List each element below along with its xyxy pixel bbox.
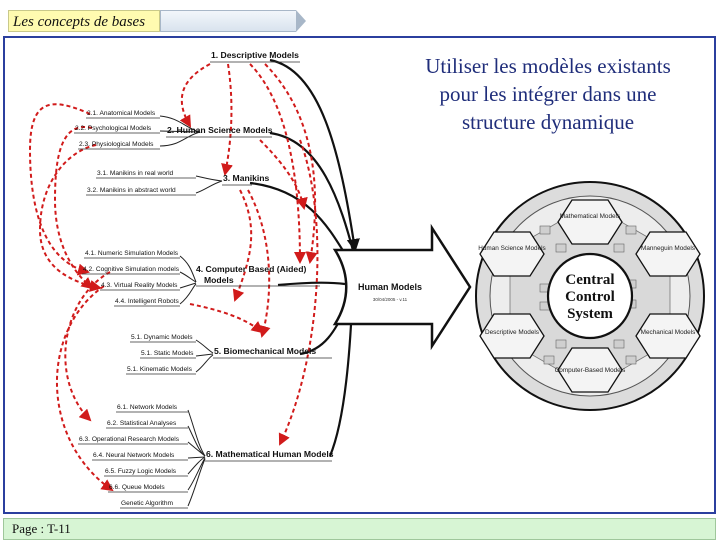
wheel-segment-label: Manneguin Models: [641, 245, 695, 252]
node-descriptive-models: 1. Descriptive Models: [211, 50, 299, 60]
sub-item: Genetic Algorithm: [121, 500, 174, 507]
node-computer-based: 4. Computer Based (Aided): [196, 264, 306, 274]
headline-line-1: Utiliser les modèles existants: [425, 54, 671, 78]
headline-line-2: pour les intégrer dans une: [439, 82, 657, 106]
node-biomechanical-models: 5. Biomechanical Models: [214, 346, 316, 356]
human-models-arrow: Human Models 30/04/2005 - v.11: [332, 223, 472, 351]
sub-item: 5.1. Kinematic Models: [127, 366, 193, 373]
sub-item: 2.1. Anatomical Models: [87, 110, 156, 117]
slide-headline: Utiliser les modèles existants pour les …: [392, 52, 704, 136]
page-indicator: Page : T-11: [12, 521, 71, 536]
sub-item: 3.2. Manikins in abstract world: [87, 187, 176, 194]
node-human-science-models: 2. Human Science Models: [167, 125, 273, 135]
sub-item: 3.1. Manikins in real world: [97, 170, 174, 177]
sub-item: 5.1. Dynamic Models: [131, 334, 193, 341]
red-relations: [28, 63, 319, 492]
sub-item: 4.1. Numeric Simulation Models: [85, 250, 179, 257]
arrow-title: Human Models: [358, 282, 422, 292]
wheel-center-line-3: System: [567, 306, 613, 322]
hex-manneguin: [635, 231, 701, 277]
sub-item: 4.2. Cognitive Simulation models: [83, 266, 180, 273]
node-mathematical-human-models: 6. Mathematical Human Models: [206, 449, 334, 459]
arrow-subtitle: 30/04/2005 - v.11: [373, 297, 408, 302]
hex-descriptive: [479, 313, 545, 359]
headline-line-3: structure dynamique: [461, 110, 635, 134]
tab-next[interactable]: [160, 10, 306, 32]
sub-item: 4.4. Intelligent Robots: [115, 298, 179, 305]
wheel-segment-label: Mathematical Models: [560, 213, 620, 220]
sub-item: 6.1. Network Models: [117, 404, 178, 411]
sub-item: 6.2. Statistical Analyses: [107, 420, 177, 427]
hex-computer-based: [557, 347, 623, 393]
tab-les-concepts[interactable]: Les concepts de bases: [8, 10, 160, 32]
sub-item: 4.3. Virtual Reality Models: [101, 282, 178, 289]
node-manikins: 3. Manikins: [223, 173, 270, 183]
wheel-center-line-2: Control: [565, 289, 615, 305]
label-underlines: [74, 61, 332, 509]
node-computer-based-models: Models: [204, 275, 234, 285]
sub-item: 5.1. Static Models: [141, 350, 194, 357]
sub-item: 6.3. Operational Research Models: [79, 436, 180, 443]
sub-item: 6.4. Neural Network Models: [93, 452, 175, 459]
central-control-wheel: Mathematical Models Manneguin Models Mec…: [475, 181, 705, 411]
wheel-segment-label: Computer-Based Models: [555, 367, 626, 374]
sub-item: 6.6. Queue Models: [109, 484, 165, 491]
status-bar: Page : T-11: [3, 518, 716, 540]
sub-item: 2.2. Psychological Models: [75, 125, 152, 132]
top-bar: Les concepts de bases: [0, 0, 719, 36]
sub-item: 2.3. Physiological Models: [79, 141, 154, 148]
hex-human-science: [479, 231, 545, 277]
wheel-segment-label: Descriptive Models: [485, 329, 539, 336]
wheel-segment-label: Mechanical Models: [641, 329, 696, 336]
sub-item: 6.5. Fuzzy Logic Models: [105, 468, 177, 475]
hex-mathematical: [557, 199, 623, 245]
hex-mechanical: [635, 313, 701, 359]
wheel-center-line-1: Central: [565, 272, 614, 288]
wheel-segment-label: Human Science Models: [478, 245, 546, 252]
